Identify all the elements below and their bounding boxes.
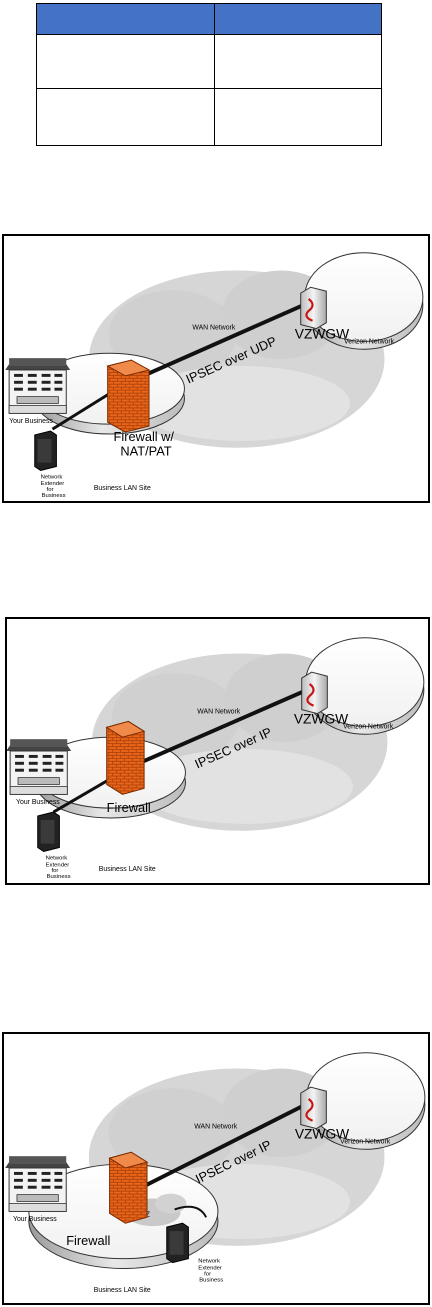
table-row [36, 88, 382, 146]
firewall-icon [106, 359, 151, 433]
verizon-network-label: Verizon Network [344, 338, 395, 345]
business-label: Your Business [13, 1216, 57, 1223]
business-lan-label: Business LAN Site [99, 866, 156, 873]
table-header-cell [36, 3, 215, 35]
table-header-row [36, 3, 382, 35]
firewall-icon [108, 1151, 149, 1224]
firewall-icon [105, 720, 146, 795]
firewall-label: Firewall [107, 800, 151, 815]
extender-label: for [204, 1271, 211, 1277]
gateway-label: VZWGW [295, 1126, 349, 1141]
gateway-label: VZWGW [295, 326, 349, 341]
table-cell [36, 34, 215, 89]
business-lan-label: Business LAN Site [94, 485, 151, 492]
table-row [36, 34, 382, 89]
business-building-icon [4, 357, 71, 414]
diagram-ipsec-ip: VZWGW Verizon Network WAN Network IPSEC … [5, 617, 430, 885]
network-extender-icon [34, 430, 57, 471]
vzwgw-server-icon [301, 671, 328, 715]
extender-label: Business [47, 874, 71, 880]
tunnel-line [125, 686, 313, 771]
network-extender-icon [37, 811, 60, 853]
vzwgw-server-icon [300, 1086, 327, 1130]
extender-label: Extender [198, 1265, 222, 1271]
extender-label: Network [41, 474, 63, 480]
table-cell [214, 34, 382, 89]
wan-network-label: WAN Network [192, 325, 235, 332]
blank-table [36, 3, 382, 146]
wan-network-label: WAN Network [194, 1124, 237, 1131]
vzwgw-server-icon [300, 286, 327, 330]
network-diagram: VZWGW Verizon Network WAN Network IPSEC … [7, 637, 425, 880]
business-label: Your Business [9, 418, 53, 425]
table-cell [36, 88, 215, 146]
verizon-network-label: Verizon Network [343, 723, 394, 730]
extender-label: Network [46, 855, 68, 861]
firewall-label-line2: NAT/PAT [120, 444, 171, 459]
network-extender-icon [166, 1222, 189, 1264]
extender-label: Extender [41, 481, 65, 487]
business-building-icon [7, 738, 72, 795]
tunnel-line [124, 299, 314, 386]
extender-label: for [52, 868, 59, 874]
business-label: Your Business [16, 799, 60, 806]
extender-label: Network [198, 1259, 220, 1265]
firewall-label: Firewall [66, 1233, 110, 1248]
diagram-ipsec-udp: VZWGW Verizon Network WAN Network IPSEC … [2, 234, 430, 503]
network-diagram: VZWGW Verizon Network WAN Network IPSEC … [4, 252, 424, 499]
firewall-label-line1: Firewall w/ [114, 429, 175, 444]
business-building-icon [4, 1155, 71, 1212]
table-header-cell [214, 3, 382, 35]
extender-label: for [47, 487, 54, 493]
extender-label: Extender [46, 862, 70, 868]
wan-network-label: WAN Network [197, 709, 240, 716]
table-cell [214, 88, 382, 146]
tunnel-line [132, 1099, 314, 1194]
extender-label: Business [42, 493, 66, 499]
network-diagram: DMZ VZWGW Verizon Network WAN Network IP… [4, 1052, 426, 1294]
verizon-network-label: Verizon Network [340, 1138, 391, 1145]
extender-label: Business [199, 1277, 223, 1283]
diagram-ipsec-ip-dmz: DMZ VZWGW Verizon Network WAN Network IP… [2, 1032, 430, 1305]
gateway-label: VZWGW [294, 711, 348, 726]
business-lan-label: Business LAN Site [94, 1287, 151, 1294]
